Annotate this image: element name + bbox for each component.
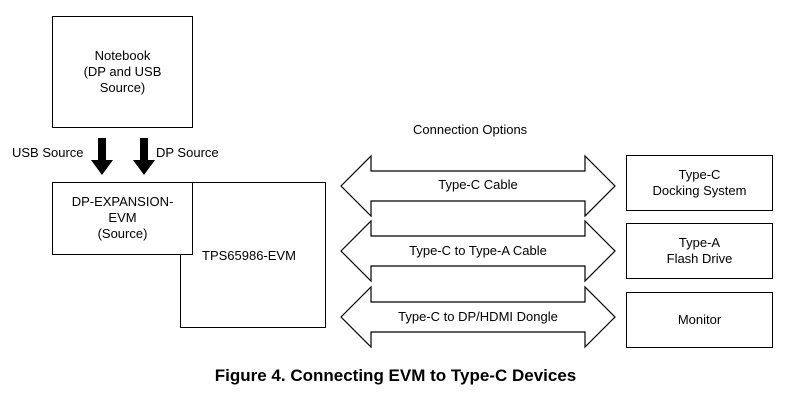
notebook-box: [52, 16, 193, 128]
cable-label-type-c: Type-C Cable: [438, 177, 518, 192]
device-label-monitor: Monitor: [677, 312, 722, 327]
device-box-monitor: [626, 292, 773, 348]
device-label-docking-system: Type-C Docking System: [652, 167, 747, 198]
notebook-label: Notebook (DP and USB Source): [83, 48, 162, 95]
type-c-cable-arrow: [340, 154, 616, 218]
tps65986-evm-label: TPS65986-EVM: [202, 248, 296, 263]
type-c-to-dp-hdmi-dongle-arrow: [340, 285, 616, 349]
figure-caption: Figure 4. Connecting EVM to Type-C Devic…: [214, 366, 577, 385]
cable-label-type-c-to-dp-hdmi: Type-C to DP/HDMI Dongle: [398, 309, 558, 324]
device-box-flash-drive: [626, 223, 773, 279]
dp-expansion-evm-label: DP-EXPANSION- EVM (Source): [71, 194, 174, 241]
tps65986-evm-box: [180, 182, 326, 328]
device-label-flash-drive: Type-A Flash Drive: [666, 235, 733, 266]
usb-source-arrow: [91, 138, 113, 175]
usb-source-label: USB Source: [12, 145, 84, 160]
dp-source-label: DP Source: [156, 145, 219, 160]
dp-source-arrow: [133, 138, 155, 175]
device-box-docking-system: [626, 155, 773, 211]
connection-options-label: Connection Options: [413, 122, 528, 137]
cable-label-type-c-to-type-a: Type-C to Type-A Cable: [409, 243, 547, 258]
type-c-to-type-a-cable-arrow: [340, 219, 616, 283]
dp-expansion-evm-box: [52, 182, 193, 255]
